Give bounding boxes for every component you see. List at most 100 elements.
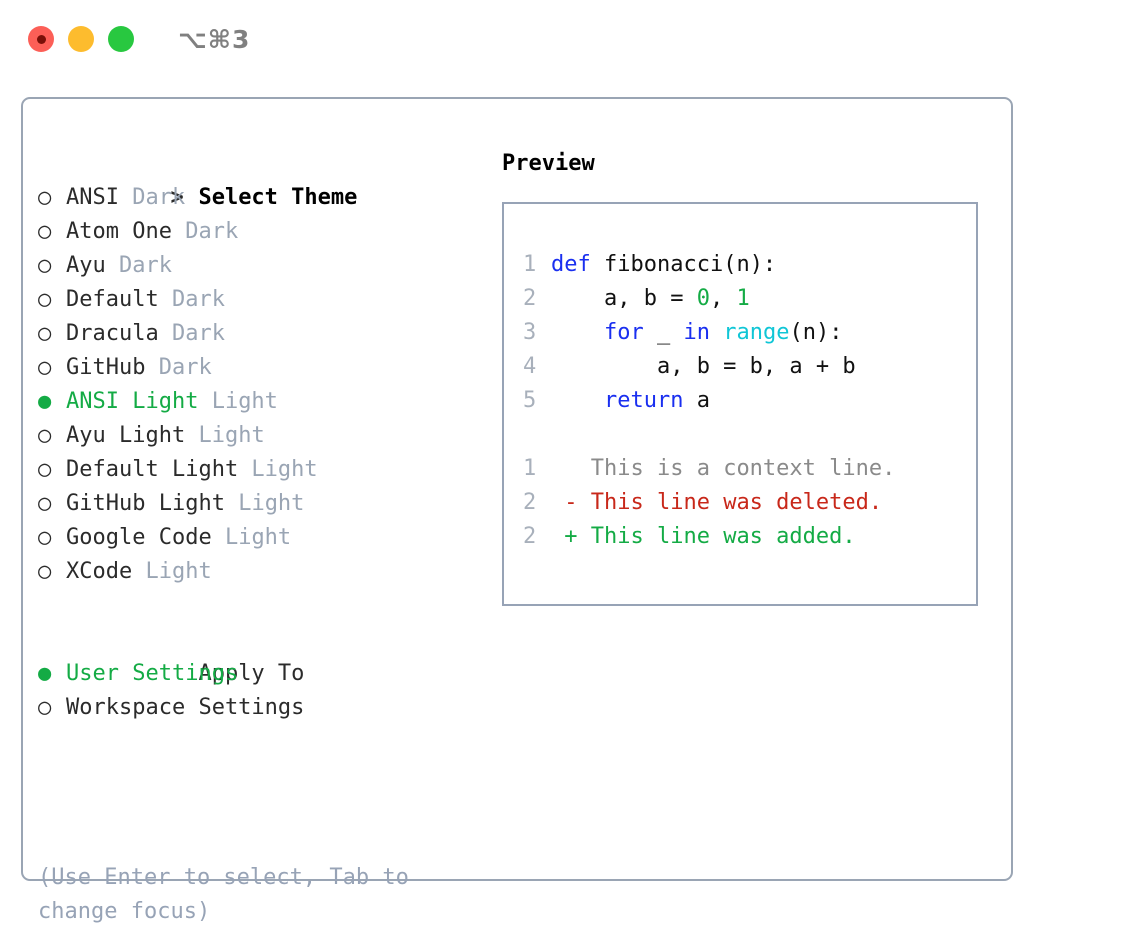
theme-option-google-code[interactable]: ○ Google Code Light [38,521,498,555]
theme-option-ayu[interactable]: ○Ayu Dark [38,249,498,283]
apply-to-option-workspace-settings[interactable]: ○Workspace Settings [38,691,498,725]
theme-variant-tag: Dark [158,287,225,312]
diff-text: This line was added. [577,524,856,549]
theme-variant-tag: Light [224,491,305,516]
code-line-number: 2 [523,286,537,311]
code-spacer [523,418,976,452]
code-token: in [683,320,710,345]
theme-option-default-light[interactable]: ○ Default Light Light [38,453,498,487]
theme-option-label: Ayu Light [66,423,186,448]
theme-option-label: Google Code [66,525,212,550]
theme-option-label: GitHub [66,355,146,380]
diff-line: 2 + This line was added. [523,520,976,554]
theme-option-ansi[interactable]: ○ ANSI Dark [38,181,498,215]
code-token: range [723,320,790,345]
code-line: 1 def fibonacci(n): [523,248,976,282]
code-line: 2 a, b = 0, 1 [523,282,976,316]
radio-unselected-icon: ○ [38,457,52,482]
code-token: fibonacci(n): [590,252,777,277]
radio-unselected-icon: ○ [38,253,52,278]
close-button[interactable] [28,26,54,52]
apply-to-option-list: ● User Settings ○Workspace Settings [38,657,498,725]
diff-sign [551,456,578,481]
theme-option-github[interactable]: ○ GitHub Dark [38,351,498,385]
cursor-arrow-icon: > [170,185,184,210]
code-token: 1 [736,286,750,311]
theme-option-default[interactable]: ○ Default Dark [38,283,498,317]
theme-option-github-light[interactable]: ○GitHub Light Light [38,487,498,521]
code-line: 3 for _ in range(n): [523,316,976,350]
code-line-number: 3 [523,320,537,345]
apply-to-option-label: Workspace Settings [66,695,305,720]
theme-variant-tag: Light [198,389,278,414]
zoom-button[interactable] [108,26,134,52]
code-token: a, b = b, a + b [551,354,856,379]
theme-option-label: Atom One [66,219,172,244]
theme-list-header-label: Select Theme [198,185,358,210]
code-token [551,320,604,345]
main-card: > Select Theme ○ ANSI Dark ○ Atom One Dark ○ A… [21,97,1013,924]
theme-variant-tag: Light [132,559,212,584]
code-token: _ [643,320,684,345]
theme-variant-tag: Light [238,457,318,482]
record-indicator-icon [36,34,46,44]
radio-unselected-icon: ○ [38,355,52,380]
theme-variant-tag: Dark [158,321,225,346]
theme-option-label: Dracula [66,321,159,346]
card-columns: > Select Theme ○ ANSI Dark ○ Atom One Dark ○ A… [23,99,1011,924]
code-token: 0 [696,286,710,311]
radio-unselected-icon: ○ [38,525,52,550]
code-line-number: 1 [523,252,537,277]
theme-variant-tag: Dark [118,185,186,210]
theme-option-ansi-light[interactable]: ● ANSI Light Light [38,385,498,419]
radio-unselected-icon: ○ [38,185,52,210]
keyboard-shortcut-label: ⌥⌘3 [178,24,251,54]
apply-to-option-user-settings[interactable]: ● User Settings [38,657,498,691]
title-bar: ⌥⌘3 [0,0,1140,78]
theme-option-label: ANSI Light [66,389,199,414]
theme-option-atom-one[interactable]: ○ Atom One Dark [38,215,498,249]
radio-selected-icon: ● [38,661,52,686]
theme-variant-tag: Light [185,423,265,448]
code-token: (n): [789,320,843,345]
theme-option-label: XCode [66,559,133,584]
diff-line: 2 - This line was deleted. [523,486,976,520]
theme-variant-tag: Dark [171,219,239,244]
code-line: 5 return a [523,384,976,418]
radio-unselected-icon: ○ [38,321,52,346]
radio-unselected-icon: ○ [38,219,52,244]
diff-sample: 1 This is a context line.2 - This line w… [523,452,976,554]
diff-line-number: 2 [523,490,537,515]
theme-option-label: Ayu [66,253,106,278]
theme-list-header: > Select Theme [38,147,498,210]
theme-option-label: Default [66,287,159,312]
diff-sign: - [551,490,578,515]
theme-option-ayu-light[interactable]: ○ Ayu Light Light [38,419,498,453]
theme-option-label: ANSI [66,185,119,210]
code-token: def [551,252,591,277]
radio-unselected-icon: ○ [38,559,52,584]
minimize-button[interactable] [68,26,94,52]
radio-selected-icon: ● [38,389,52,414]
theme-option-xcode[interactable]: ○ XCode Light [38,555,498,589]
theme-variant-tag: Light [211,525,292,550]
code-line-number: 4 [523,354,537,379]
code-token: return [603,388,684,413]
theme-option-dracula[interactable]: ○ Dracula Dark [38,317,498,351]
apply-to-header-label: Apply To [198,661,305,686]
code-line: 4 a, b = b, a + b [523,350,976,384]
radio-unselected-icon: ○ [38,287,52,312]
radio-unselected-icon: ○ [38,423,52,448]
apply-to-option-label: User Settings [66,661,239,686]
radio-unselected-icon: ○ [38,491,52,516]
theme-option-label: Default Light [66,457,239,482]
diff-text: This is a context line. [577,456,896,481]
theme-variant-tag: Dark [145,355,212,380]
code-token: for [603,320,644,345]
code-token: a, b = [551,286,697,311]
code-token: , [709,286,737,311]
